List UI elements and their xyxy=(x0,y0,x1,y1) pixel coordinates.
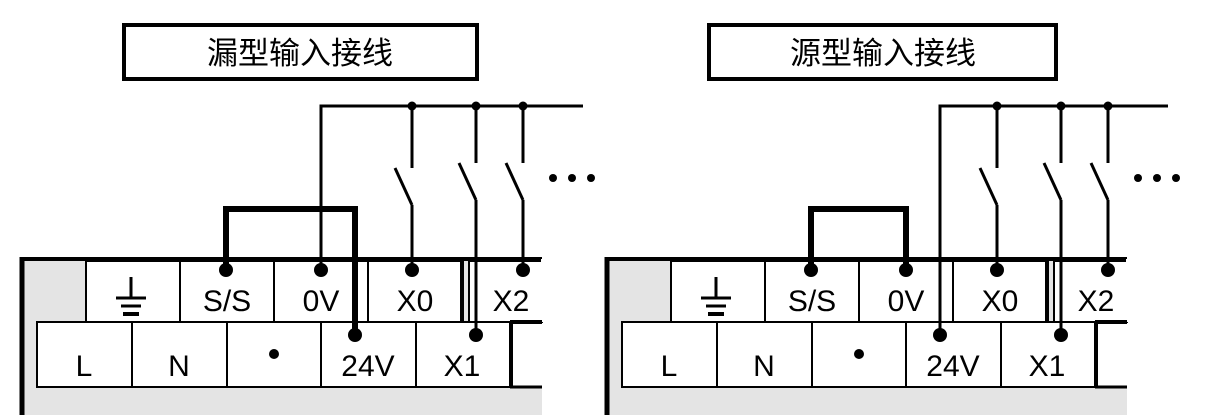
jumper-wire xyxy=(808,206,909,270)
junction-dot xyxy=(992,101,1002,111)
junction-dot xyxy=(518,101,528,111)
input-switches xyxy=(978,106,1110,335)
ground-icon xyxy=(701,277,731,316)
label-ss: S/S xyxy=(203,285,251,318)
label-24v: 24V xyxy=(341,350,394,383)
screw-x2 xyxy=(516,263,530,277)
junction-dot xyxy=(1056,101,1066,111)
label-24v: 24V xyxy=(926,350,979,383)
more-inputs-ellipsis xyxy=(1134,174,1180,182)
label-x0: X0 xyxy=(982,285,1019,318)
junction-dot xyxy=(407,101,417,111)
label-x2: X2 xyxy=(1078,285,1115,318)
terminal-l xyxy=(621,321,718,388)
diagram-title: 漏型输入接线 xyxy=(207,36,393,72)
screw-x1 xyxy=(469,328,483,342)
terminal-x1 xyxy=(1000,321,1096,388)
common-bus-wire xyxy=(938,104,1168,335)
terminal-24v xyxy=(905,321,1002,388)
screw-x0 xyxy=(405,263,419,277)
screw-ss xyxy=(219,263,233,277)
jumper-wire xyxy=(223,206,358,335)
label-l: L xyxy=(661,350,678,383)
label-n: N xyxy=(168,350,190,383)
screw-0v xyxy=(314,263,328,277)
title-box xyxy=(707,23,1058,81)
diagram-title: 源型输入接线 xyxy=(790,36,976,72)
source-wiring-diagram: 源型输入接线 S/S 0V X0 X2 L N 24V xyxy=(604,23,1180,415)
label-x1: X1 xyxy=(444,350,481,383)
terminal-x1 xyxy=(415,321,511,388)
more-inputs-ellipsis xyxy=(549,174,595,182)
screw-x2 xyxy=(1101,263,1115,277)
terminal-ground xyxy=(670,260,766,323)
label-n: N xyxy=(753,350,775,383)
ground-icon xyxy=(116,277,146,316)
screw-24v xyxy=(348,328,362,342)
label-ss: S/S xyxy=(788,285,836,318)
screw-0v xyxy=(899,263,913,277)
input-switches xyxy=(393,106,525,335)
junction-dot xyxy=(471,101,481,111)
screw-x1 xyxy=(1054,328,1068,342)
title-box xyxy=(122,23,479,81)
label-x2: X2 xyxy=(493,285,530,318)
sink-wiring-diagram: 漏型输入接线 S/S 0V X0 X2 xyxy=(19,23,595,415)
junction-dot xyxy=(1103,101,1113,111)
label-x0: X0 xyxy=(397,285,434,318)
common-bus-wire xyxy=(319,104,583,270)
label-0v: 0V xyxy=(303,285,340,318)
blank-terminal-dot xyxy=(854,349,864,359)
label-x1: X1 xyxy=(1029,350,1066,383)
terminal-n xyxy=(716,321,813,388)
screw-ss xyxy=(804,263,818,277)
label-l: L xyxy=(76,350,93,383)
screw-x0 xyxy=(990,263,1004,277)
screw-24v xyxy=(933,328,947,342)
label-0v: 0V xyxy=(888,285,925,318)
blank-terminal-dot xyxy=(269,349,279,359)
